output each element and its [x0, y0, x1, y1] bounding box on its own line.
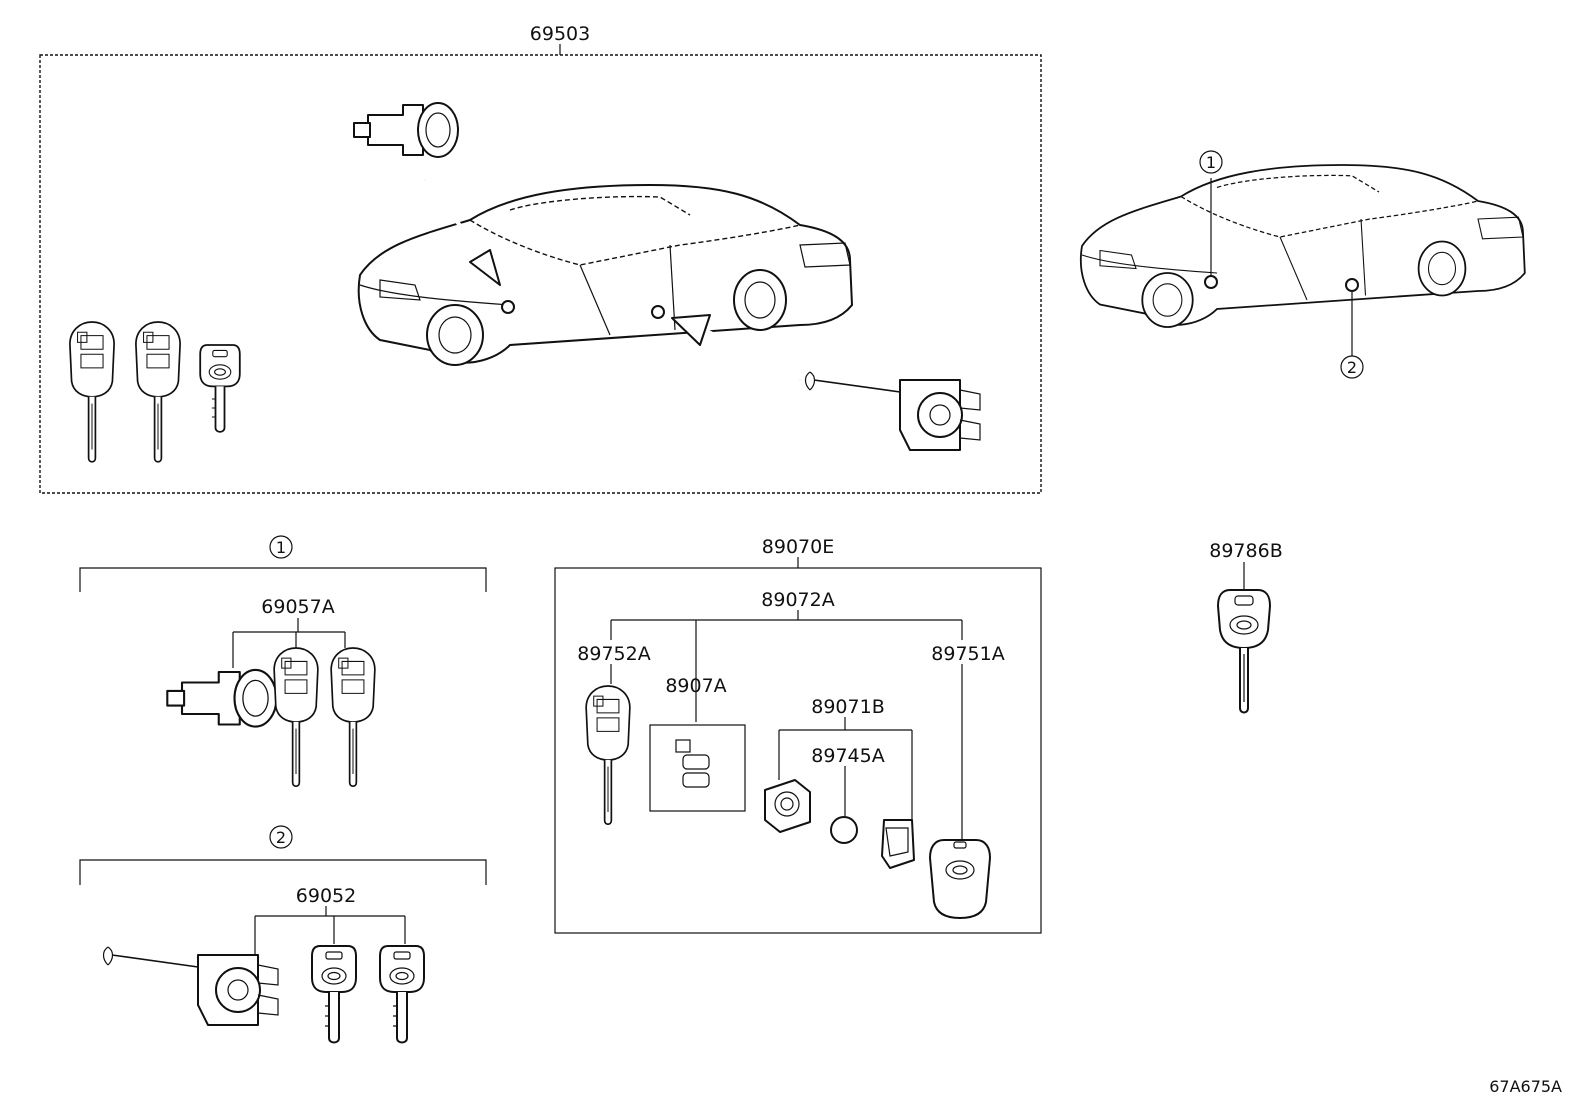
door-lock-cylinder-icon	[102, 946, 279, 1026]
assembly-89070E: 89070E 89072A 89752A 8907A 89071B 89745A	[554, 536, 1042, 934]
smart-key-icon	[929, 839, 991, 919]
car-illustration-left	[357, 184, 853, 366]
transponder-key-icon	[199, 344, 241, 433]
label-89752A[interactable]: 89752A	[577, 643, 650, 665]
marker-2: 2	[276, 828, 286, 847]
marker-1-top: 1	[1206, 153, 1216, 172]
label-69052[interactable]: 69052	[296, 885, 356, 907]
label-8907A[interactable]: 8907A	[665, 675, 726, 697]
key-case-icon	[881, 819, 915, 869]
ignition-cylinder-icon	[353, 102, 459, 158]
label-69503[interactable]: 69503	[530, 23, 590, 45]
part-89786B: 89786B	[1209, 540, 1283, 714]
assembly-69503: 69503	[39, 23, 1042, 494]
arrow-ignition	[423, 178, 501, 286]
label-89071B[interactable]: 89071B	[811, 696, 884, 718]
label-89786B[interactable]: 89786B	[1209, 540, 1282, 562]
marker-1: 1	[276, 538, 286, 557]
remote-key-icon	[135, 321, 181, 463]
remote-key-icon	[585, 685, 631, 826]
label-89070E[interactable]: 89070E	[762, 536, 834, 558]
label-89751A[interactable]: 89751A	[931, 643, 1004, 665]
marker-2-top: 2	[1347, 358, 1357, 377]
group-2: 2 69052	[79, 825, 487, 1044]
remote-key-icon	[273, 647, 319, 788]
transponder-key-icon	[379, 945, 425, 1044]
label-89745A[interactable]: 89745A	[811, 745, 884, 767]
remote-key-icon	[69, 321, 115, 463]
key-case-icon	[764, 779, 811, 833]
label-89072A[interactable]: 89072A	[761, 589, 834, 611]
transponder-key-icon	[1217, 589, 1271, 714]
car-illustration-right: 1 2	[1079, 150, 1526, 379]
arrow-door	[671, 314, 801, 382]
remote-key-icon	[330, 647, 376, 788]
group-1: 1 69057A	[79, 535, 487, 788]
ignition-cylinder-icon	[166, 668, 278, 728]
door-lock-cylinder-icon	[804, 371, 981, 451]
transponder-key-icon	[311, 945, 357, 1044]
key-case-icon	[675, 739, 710, 788]
battery-coin-icon	[830, 816, 858, 844]
diagram-code: 67A675A	[1489, 1077, 1562, 1096]
label-69057A[interactable]: 69057A	[261, 596, 334, 618]
